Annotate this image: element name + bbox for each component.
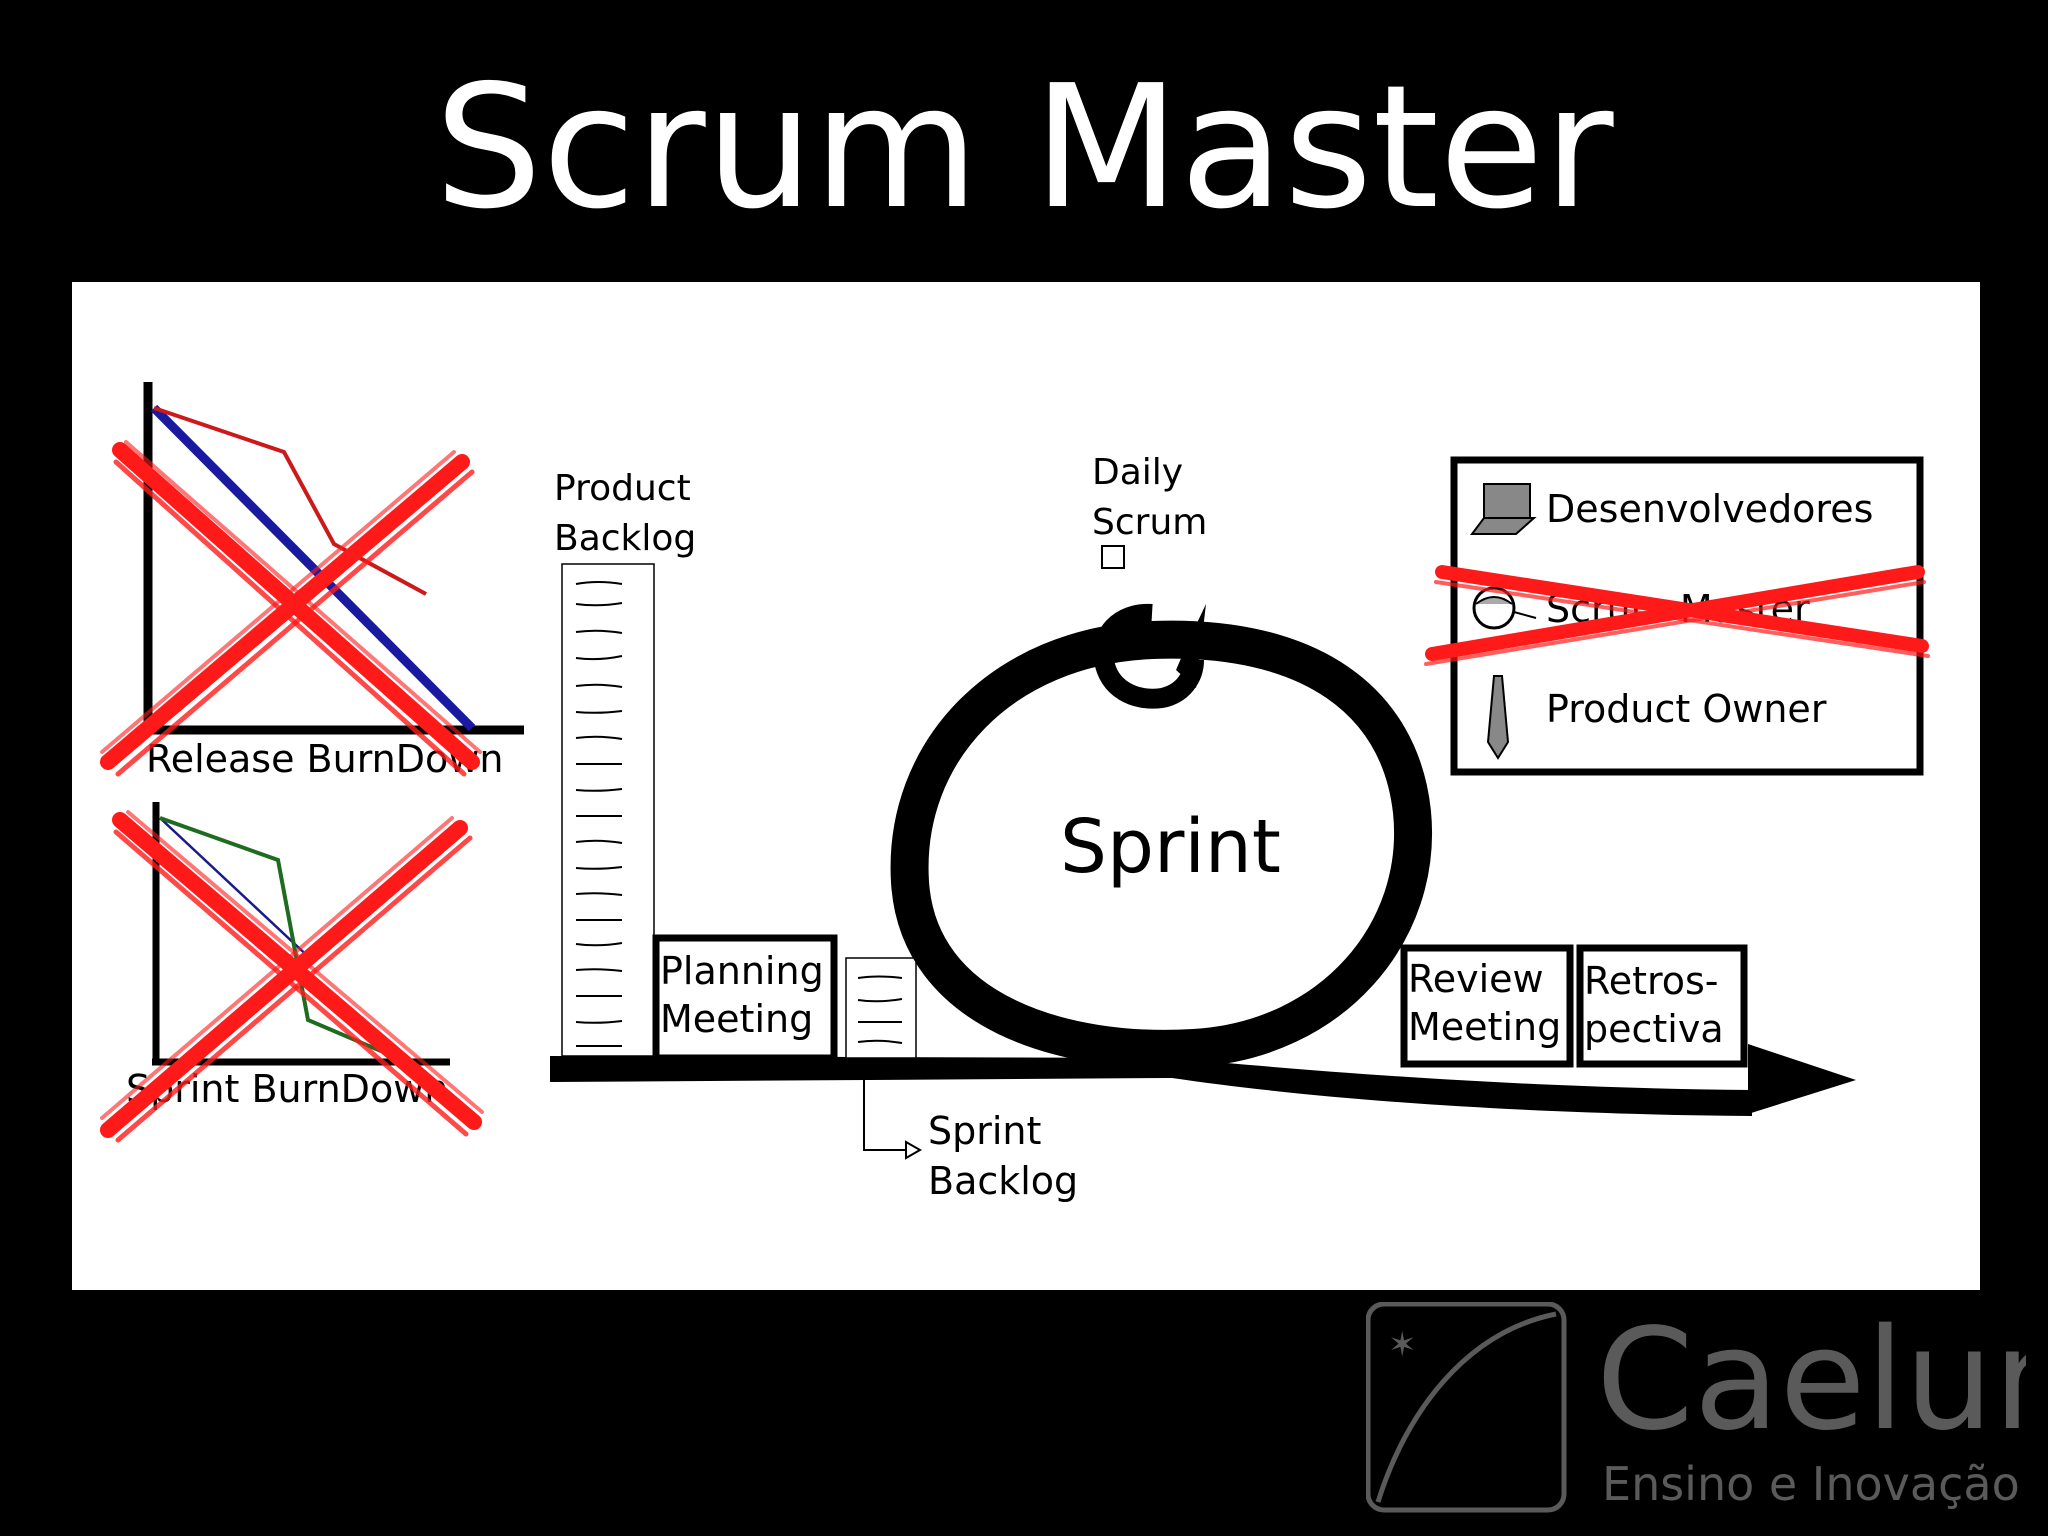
logo-name: Caelum xyxy=(1596,1302,2026,1462)
retrospective: Retros- pectiva xyxy=(1576,944,1748,1068)
daily-scrum-label-line2: Scrum xyxy=(1092,502,1207,543)
logo-tagline: Ensino e Inovação xyxy=(1602,1457,2020,1511)
retrospective-label-line1: Retros- xyxy=(1584,959,1719,1003)
cross-mark-sprint-burndown xyxy=(100,810,484,1143)
product-backlog: Product Backlog xyxy=(554,468,696,1057)
cross-mark-scrum-master xyxy=(1424,565,1930,666)
sprint-backlog-label-line1: Sprint xyxy=(928,1109,1041,1153)
legend-developers: Desenvolvedores xyxy=(1546,487,1873,531)
review-meeting-label-line1: Review xyxy=(1408,957,1544,1001)
scrum-master-icon xyxy=(1472,586,1537,630)
daily-scrum: Daily Scrum xyxy=(1092,452,1207,709)
roles-legend: Desenvolvedores Scrum Master Product Own… xyxy=(1424,456,1930,776)
planning-meeting-label-line1: Planning xyxy=(660,949,824,993)
tie-icon xyxy=(1486,675,1510,760)
product-backlog-label-line1: Product xyxy=(554,468,691,509)
release-burndown-chart: Release BurnDown xyxy=(143,382,524,781)
slide-title: Scrum Master xyxy=(434,49,1614,247)
laptop-icon xyxy=(1470,483,1537,535)
review-meeting: Review Meeting xyxy=(1400,944,1574,1068)
planning-meeting-label-line2: Meeting xyxy=(660,997,813,1041)
review-meeting-label-line2: Meeting xyxy=(1408,1005,1561,1049)
planning-meeting: Planning Meeting xyxy=(652,934,838,1062)
star-icon: ✶ xyxy=(1388,1325,1417,1365)
release-ideal-line xyxy=(150,404,476,732)
retrospective-label-line2: pectiva xyxy=(1584,1007,1724,1051)
caelum-logo: ✶ Caelum Ensino e Inovação xyxy=(1365,1299,2048,1516)
sprint-backlog-label-line2: Backlog xyxy=(928,1159,1078,1203)
timeline-arrow xyxy=(550,1044,1856,1116)
product-backlog-label-line2: Backlog xyxy=(554,518,696,559)
logo-mark xyxy=(1365,1301,1567,1513)
release-actual-line xyxy=(153,406,427,596)
sprint-label: Sprint xyxy=(1060,804,1281,890)
sprint-ideal-line xyxy=(159,817,315,963)
sprint-backlog: Sprint Backlog xyxy=(845,957,1078,1203)
daily-scrum-label-line1: Daily xyxy=(1092,452,1183,493)
sprint-cycle: Sprint xyxy=(890,620,1433,1068)
scrum-diagram: Release BurnDown Sprint BurnDown xyxy=(72,282,1980,1290)
legend-product-owner: Product Owner xyxy=(1546,687,1827,731)
cross-mark-release-burndown xyxy=(100,440,482,777)
